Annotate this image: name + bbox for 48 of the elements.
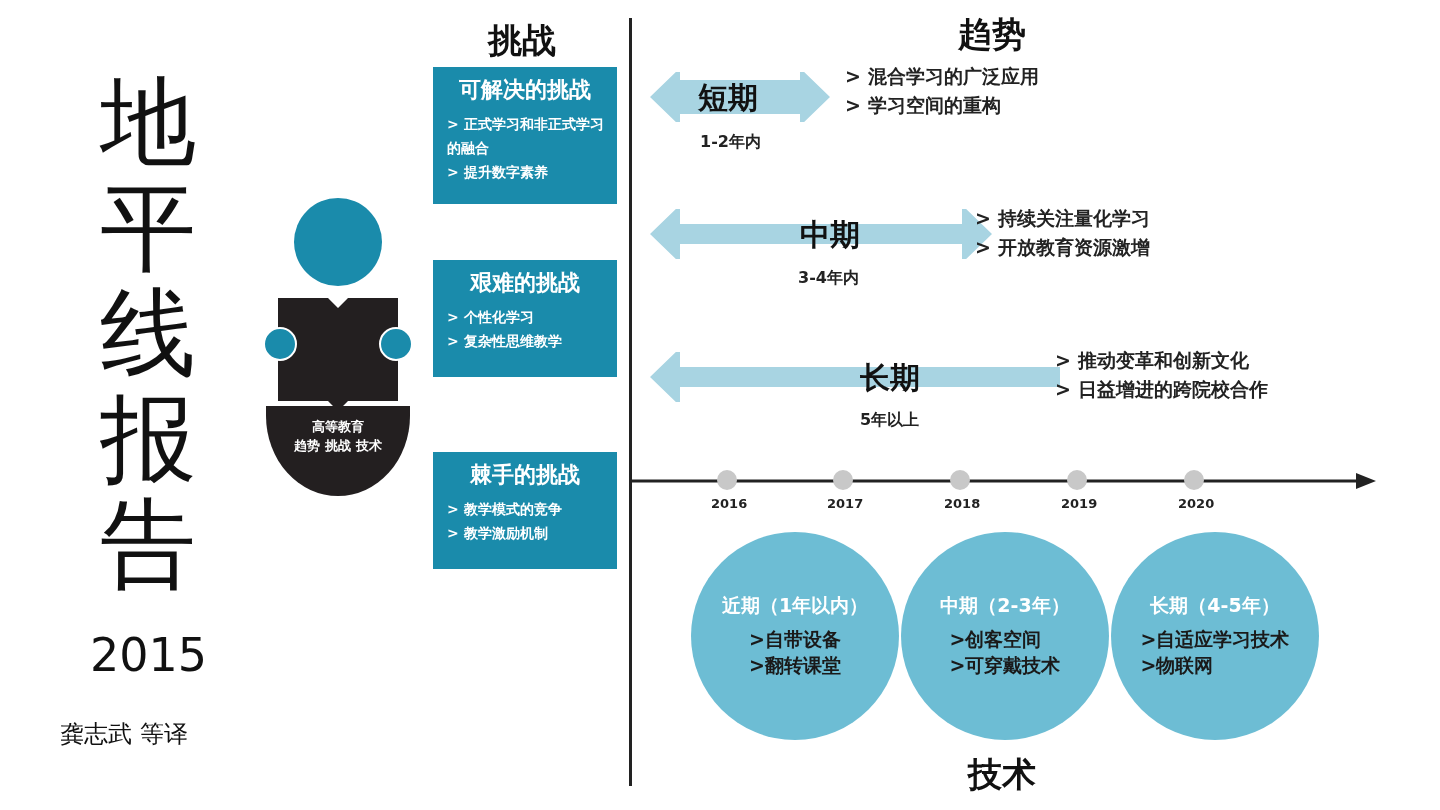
timeframe-label: 短期 [698,79,758,117]
circle-heading: 近期（1年以内） [721,593,869,619]
trend-item: > 混合学习的广泛应用 [845,64,1039,89]
bullet-item: > 提升数字素养 [446,162,549,182]
trend-item: > 日益增进的跨院校合作 [1055,377,1268,402]
report-title: 地平线报告 [100,70,196,598]
bowl-caption: 高等教育 [311,418,365,436]
challenge-box [433,260,617,377]
timeframe-arrow [650,209,992,259]
trend-item: > 持续关注量化学习 [975,206,1150,231]
challenge-box [433,67,617,204]
timeframe-arrow [650,72,830,122]
year-label: 2015 [90,628,208,682]
column-heading: 挑战 [488,19,556,62]
technology-item: >创客空间 [949,627,1042,653]
column-heading: 趋势 [958,13,1026,56]
bowl-caption: 趋势 挑战 技术 [293,436,383,455]
trend-item: > 开放教育资源激增 [975,235,1150,260]
technology-item: >翻转课堂 [749,653,841,678]
technology-item: >可穿戴技术 [949,653,1061,678]
box-heading: 棘手的挑战 [469,461,581,489]
circle-heading: 长期（4-5年） [1150,593,1280,619]
duration-label: 1-2年内 [700,132,761,153]
year-label: 2020 [1178,496,1215,511]
technology-item: >自适应学习技术 [1140,627,1290,653]
technology-item: >自带设备 [749,627,841,653]
challenge-box [433,452,617,569]
trend-item: > 推动变革和创新文化 [1055,348,1249,373]
bullet-item: > 正式学习和非正式学习的融合 [446,115,605,158]
box-heading: 艰难的挑战 [469,269,581,297]
year-label: 2019 [1061,496,1098,511]
technology-item: >物联网 [1140,653,1214,678]
year-label: 2018 [944,496,981,511]
duration-label: 5年以上 [860,410,920,431]
trend-item: > 学习空间的重构 [845,93,1001,118]
bullet-item: > 复杂性思维教学 [446,331,563,351]
year-label: 2016 [711,496,748,511]
circle-heading: 中期（2-3年） [940,593,1070,619]
bullet-item: > 个性化学习 [446,308,535,327]
timeframe-label: 中期 [800,216,860,254]
translator-credit: 龚志武 等译 [60,719,188,750]
bullet-item: > 教学模式的竞争 [446,500,563,519]
box-heading: 可解决的挑战 [458,76,592,104]
timeframe-label: 长期 [860,359,920,397]
bullet-item: > 教学激励机制 [446,523,549,543]
duration-label: 3-4年内 [798,268,859,289]
year-label: 2017 [827,496,864,511]
column-heading: 技术 [968,753,1036,796]
